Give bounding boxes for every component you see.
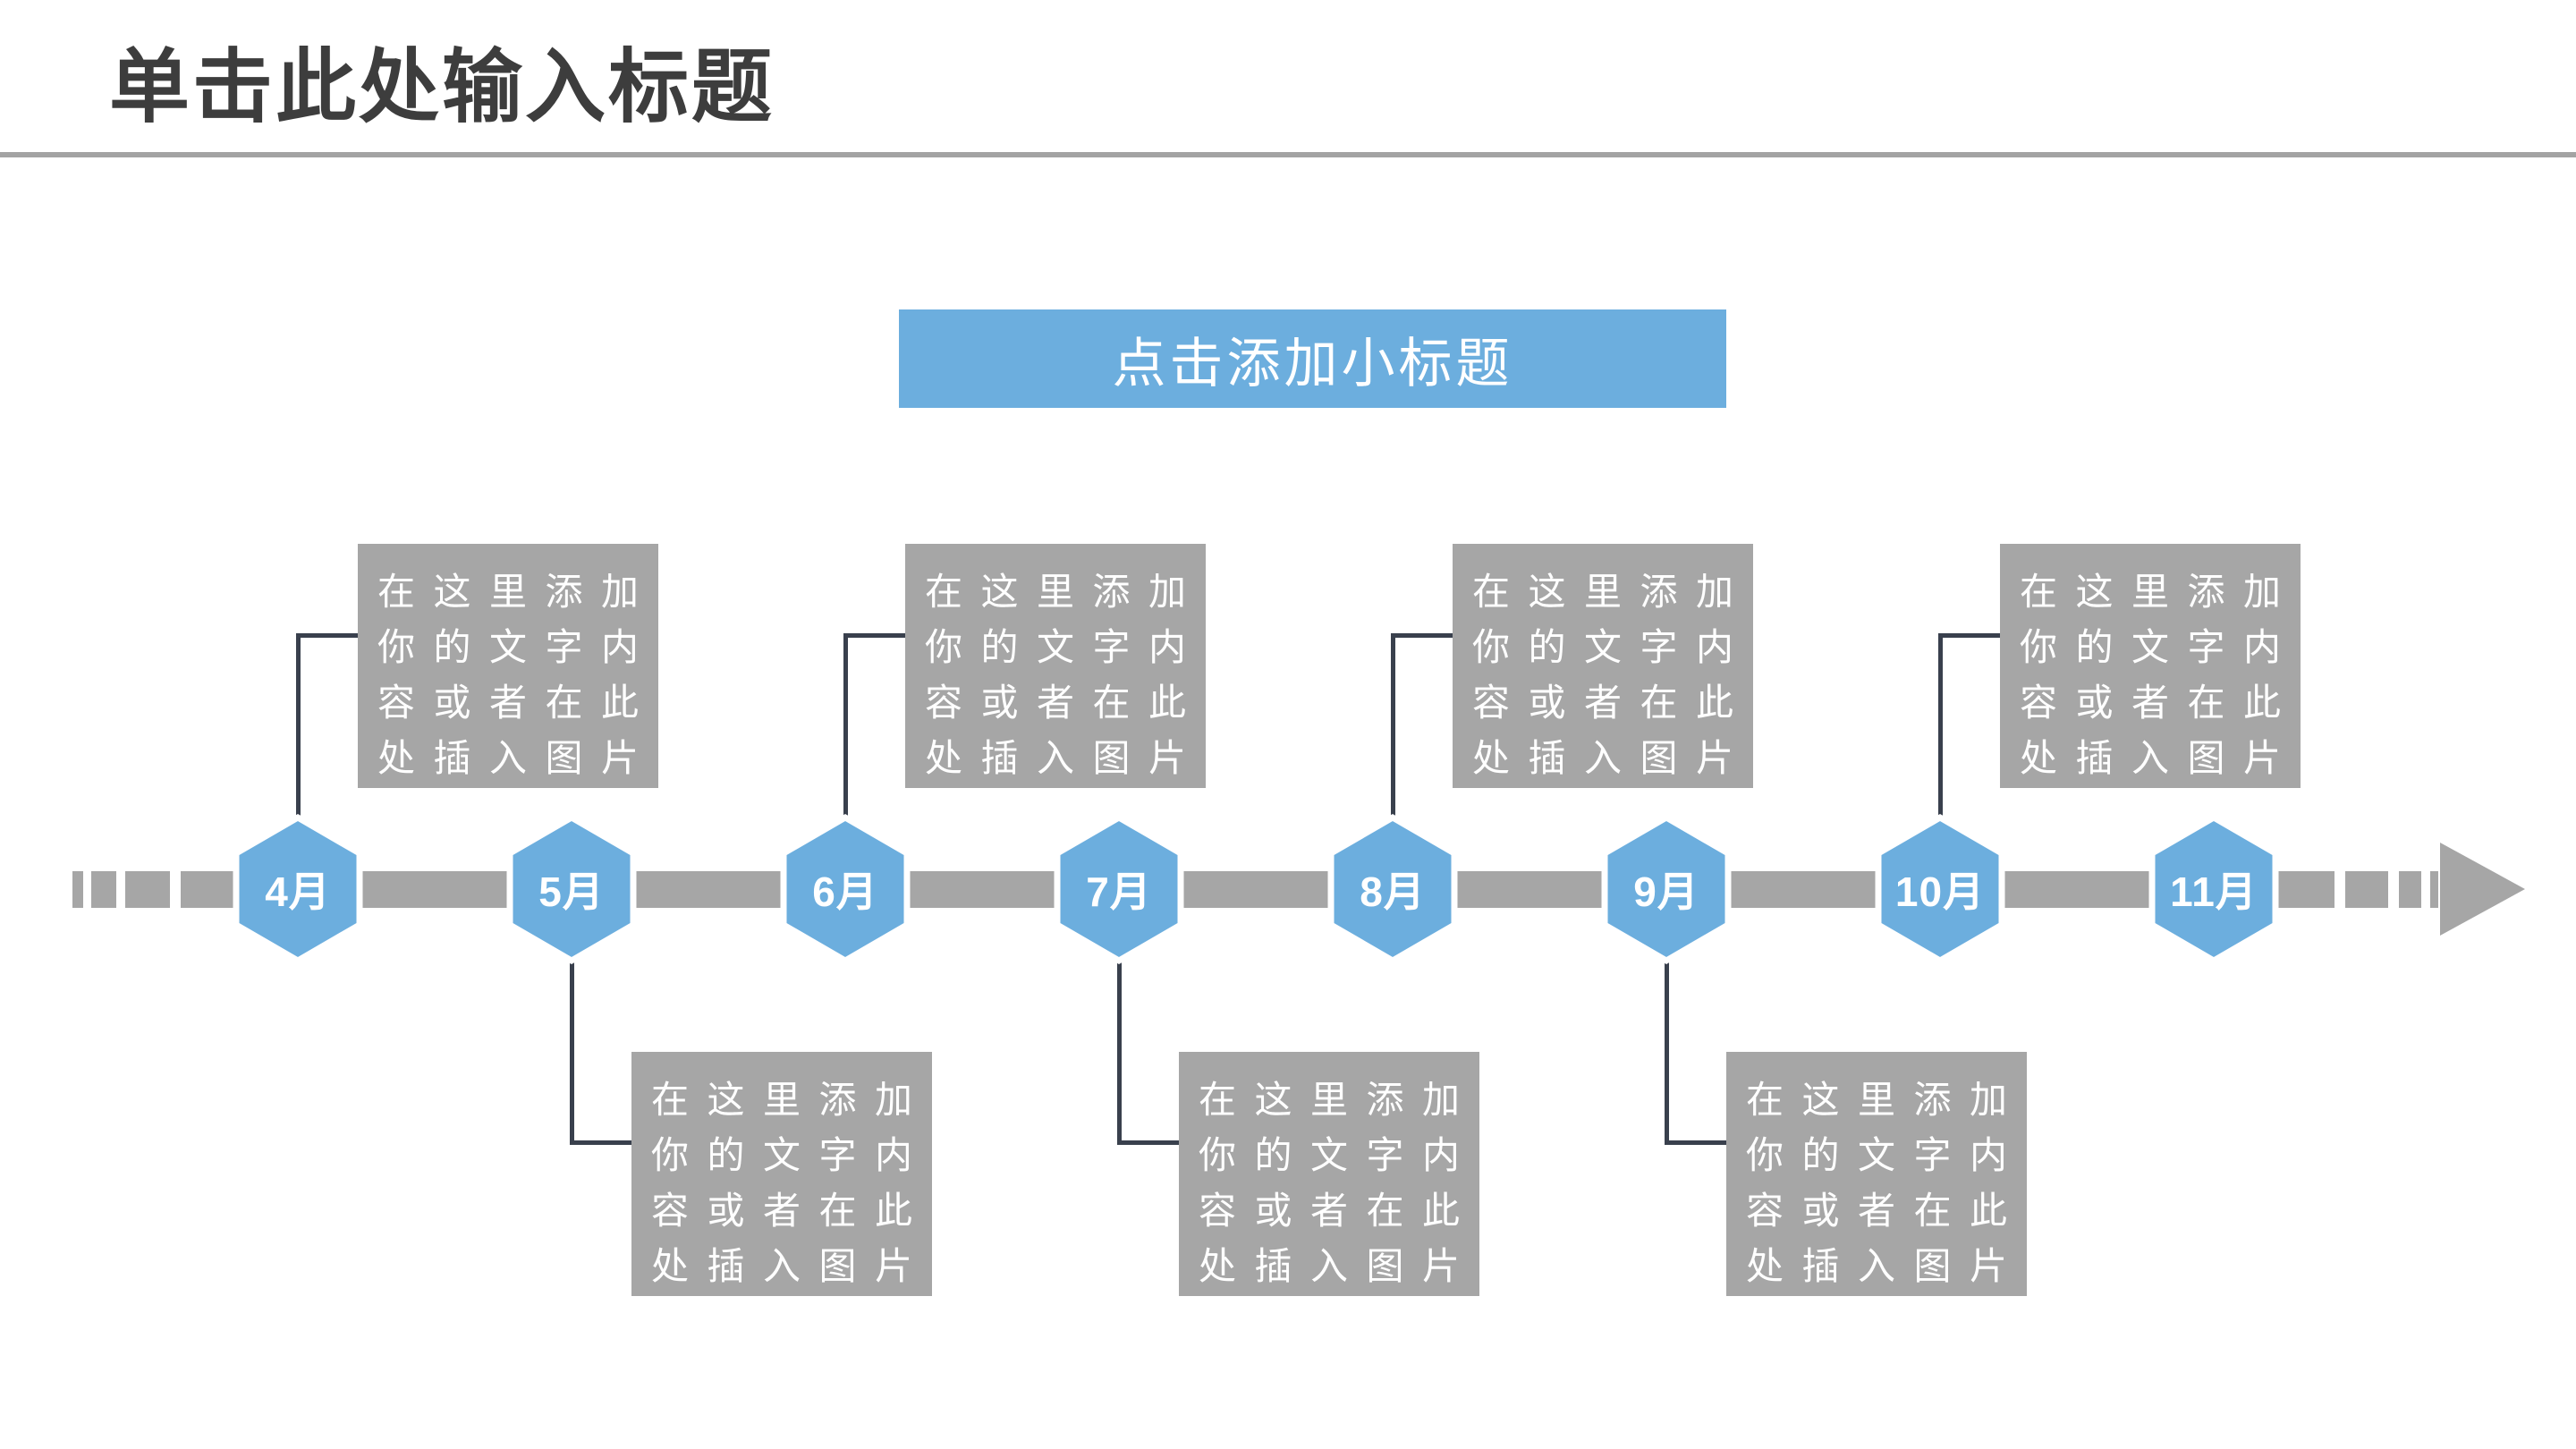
connector-vertical	[1391, 633, 1395, 819]
placeholder-line: 容或者在此	[1199, 1190, 1460, 1232]
connector-horizontal	[1938, 633, 2001, 638]
month-label: 6月	[812, 869, 878, 915]
placeholder-line: 在这里添加	[1746, 1079, 2007, 1121]
placeholder-line: 容或者在此	[651, 1190, 912, 1232]
hexagon-icon	[233, 813, 363, 965]
month-label: 4月	[265, 869, 331, 915]
timeline-start-dash	[125, 871, 170, 908]
timeline-end-dash	[2399, 871, 2421, 908]
hexagon-icon	[1601, 813, 1732, 965]
placeholder-line: 在这里添加	[2020, 571, 2281, 613]
placeholder-line: 容或者在此	[377, 682, 639, 724]
connector-vertical	[1938, 633, 1943, 819]
connector-horizontal	[1117, 1140, 1180, 1145]
placeholder-line: 在这里添加	[377, 571, 639, 613]
placeholder-line: 你的文字内	[925, 626, 1186, 668]
connector-horizontal	[1391, 633, 1453, 638]
hexagon-icon	[506, 813, 637, 965]
placeholder-line: 你的文字内	[377, 626, 639, 668]
month-label: 7月	[1086, 869, 1152, 915]
placeholder-line: 你的文字内	[651, 1134, 912, 1176]
placeholder-line: 处插入图片	[2020, 737, 2281, 779]
timeline-start-dash	[91, 871, 116, 908]
placeholder-line: 容或者在此	[1472, 682, 1733, 724]
timeline-node[interactable]: 8月	[1321, 810, 1464, 968]
text-placeholder-box[interactable]: 在这里添加 你的文字内 容或者在此 处插入图片	[1179, 1052, 1479, 1296]
placeholder-line: 容或者在此	[2020, 682, 2281, 724]
month-label: 10月	[1894, 869, 1986, 915]
hexagon-icon	[1327, 813, 1458, 965]
timeline-node[interactable]: 10月	[1868, 810, 2012, 968]
hexagon-icon	[1875, 813, 2005, 965]
connector-horizontal	[570, 1140, 632, 1145]
placeholder-line: 处插入图片	[1199, 1245, 1460, 1287]
connector-horizontal	[843, 633, 906, 638]
month-label: 11月	[2170, 869, 2258, 915]
timeline-node[interactable]: 9月	[1595, 810, 1738, 968]
placeholder-line: 容或者在此	[925, 682, 1186, 724]
month-label: 5月	[538, 869, 605, 915]
placeholder-line: 处插入图片	[377, 737, 639, 779]
text-placeholder-box[interactable]: 在这里添加 你的文字内 容或者在此 处插入图片	[2000, 544, 2301, 788]
timeline-node[interactable]: 6月	[774, 810, 917, 968]
placeholder-line: 处插入图片	[651, 1245, 912, 1287]
hexagon-icon	[780, 813, 911, 965]
slide-title-placeholder[interactable]: 单击此处输入标题	[109, 43, 775, 132]
title-underline-rule	[0, 152, 2576, 157]
placeholder-line: 你的文字内	[1746, 1134, 2007, 1176]
timeline-end-dash	[2430, 871, 2438, 908]
connector-vertical	[1665, 959, 1669, 1145]
text-placeholder-box[interactable]: 在这里添加 你的文字内 容或者在此 处插入图片	[631, 1052, 932, 1296]
placeholder-line: 你的文字内	[2020, 626, 2281, 668]
timeline-start-dash	[72, 871, 83, 908]
timeline-node[interactable]: 4月	[226, 810, 369, 968]
text-placeholder-box[interactable]: 在这里添加 你的文字内 容或者在此 处插入图片	[358, 544, 658, 788]
placeholder-line: 在这里添加	[1199, 1079, 1460, 1121]
placeholder-line: 处插入图片	[1746, 1245, 2007, 1287]
placeholder-line: 处插入图片	[925, 737, 1186, 779]
placeholder-line: 在这里添加	[651, 1079, 912, 1121]
month-label: 9月	[1633, 869, 1699, 915]
timeline-end-dash	[2345, 871, 2388, 908]
connector-horizontal	[1665, 1140, 1727, 1145]
connector-vertical	[570, 959, 574, 1145]
timeline-node[interactable]: 5月	[500, 810, 643, 968]
month-label: 8月	[1360, 869, 1426, 915]
connector-vertical	[843, 633, 848, 819]
connector-vertical	[1117, 959, 1122, 1145]
hexagon-icon	[1054, 813, 1184, 965]
connector-vertical	[296, 633, 301, 819]
arrow-right-icon	[2440, 843, 2525, 936]
placeholder-line: 在这里添加	[1472, 571, 1733, 613]
text-placeholder-box[interactable]: 在这里添加 你的文字内 容或者在此 处插入图片	[905, 544, 1206, 788]
text-placeholder-box[interactable]: 在这里添加 你的文字内 容或者在此 处插入图片	[1453, 544, 1753, 788]
placeholder-line: 你的文字内	[1472, 626, 1733, 668]
timeline-node[interactable]: 11月	[2142, 810, 2285, 968]
placeholder-line: 容或者在此	[1746, 1190, 2007, 1232]
timeline-node[interactable]: 7月	[1047, 810, 1191, 968]
hexagon-icon	[2148, 813, 2279, 965]
placeholder-line: 处插入图片	[1472, 737, 1733, 779]
placeholder-line: 你的文字内	[1199, 1134, 1460, 1176]
placeholder-line: 在这里添加	[925, 571, 1186, 613]
subtitle-banner[interactable]: 点击添加小标题	[899, 309, 1726, 408]
connector-horizontal	[296, 633, 359, 638]
text-placeholder-box[interactable]: 在这里添加 你的文字内 容或者在此 处插入图片	[1726, 1052, 2027, 1296]
